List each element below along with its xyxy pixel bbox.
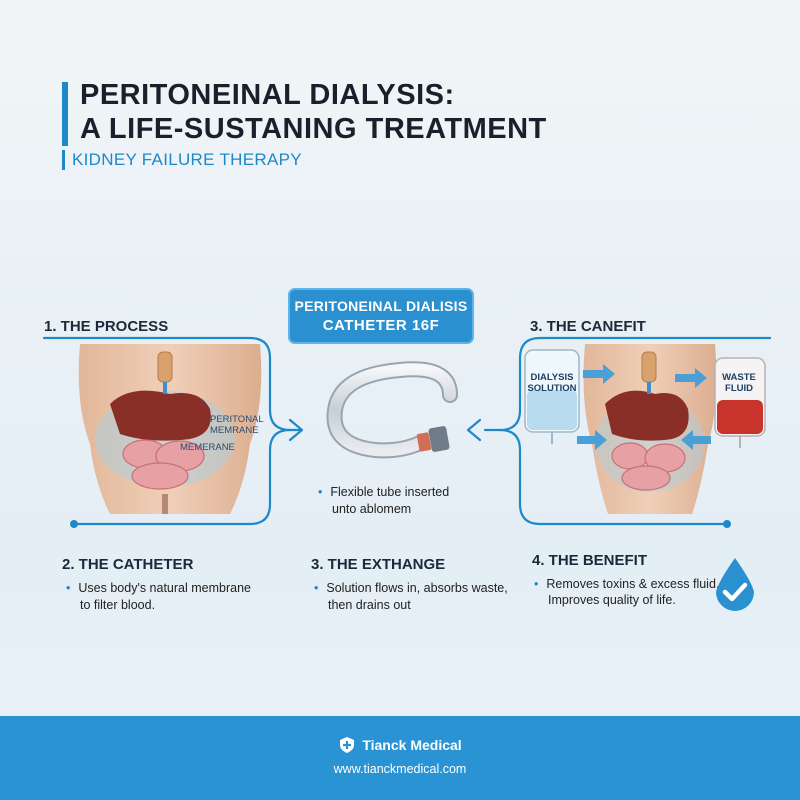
- bullet-dot: •: [534, 577, 539, 591]
- page-title: PERITONEINAL DIALYSIS: A LIFE-SUSTANING …: [80, 78, 547, 146]
- membrane-label-top: PERITONAL: [210, 414, 264, 425]
- process-heading: 1. THE PROCESS: [44, 318, 169, 335]
- title-line-2: A LIFE-SUSTANING TREATMENT: [80, 113, 547, 145]
- exchange-bullet-line-1: • Solution flows in, absorbs waste,: [314, 580, 508, 597]
- catheter-tube-illustration: [326, 361, 458, 459]
- footer-bar: [0, 716, 800, 800]
- membrane-label-inner: MEMERANE: [180, 442, 235, 453]
- dialysis-bag-label-line-2: SOLUTION: [527, 383, 577, 394]
- torso-illustration-left: [78, 344, 262, 514]
- bullet-dot: •: [314, 581, 319, 595]
- waste-bag-label-line-2: FLUID: [725, 383, 753, 394]
- benefit-bullet-line-1: • Removes toxins & excess fluid.: [534, 576, 719, 593]
- center-bullet: • Flexible tube inserted: [318, 484, 449, 501]
- bullet-dot: •: [318, 485, 323, 499]
- benefit-heading: 4. THE BENEFIT: [532, 552, 648, 569]
- dialysis-bags-illustration: [524, 349, 766, 450]
- connector-dot-left: [70, 520, 78, 528]
- exchange-bullet-text-1: Solution flows in, absorbs waste,: [326, 581, 508, 595]
- center-bullet-line-1: Flexible tube inserted: [330, 485, 450, 499]
- membrane-label-bottom: MEMRANE: [210, 425, 259, 436]
- torso-illustration-right: [583, 344, 717, 514]
- benefit-bullet-line-2: Improves quality of life.: [548, 593, 676, 607]
- footer-brand-name: Tianck Medical: [362, 737, 462, 753]
- catheter-bullet-text-1: Uses body's natural membrane: [78, 581, 251, 595]
- dialysis-bag-label: DIALYSIS SOLUTION: [527, 372, 577, 394]
- title-accent-bar: [62, 82, 68, 146]
- page-subtitle: KIDNEY FAILURE THERAPY: [72, 150, 302, 169]
- catheter-heading: 2. THE CATHETER: [62, 556, 194, 573]
- catheter-label-line-1: PERITONEINAL DIALISIS: [294, 298, 468, 314]
- exchange-bullet-line-2: then drains out: [328, 598, 411, 612]
- center-bullet-line-2: unto ablomem: [332, 502, 412, 516]
- catheter-label-line-2: CATHETER 16F: [322, 317, 440, 334]
- shield-logo-icon: [340, 737, 355, 753]
- benefit-bullet-text-1: Removes toxins & excess fluid.: [546, 577, 720, 591]
- waste-bag-label: WASTE FLUID: [716, 372, 762, 394]
- subtitle-accent-bar: [62, 150, 65, 170]
- flow-arrows: [577, 364, 711, 450]
- drop-check-icon: [716, 558, 754, 611]
- canefit-heading: 3. THE CANEFIT: [530, 318, 646, 335]
- exchange-heading: 3. THE EXTHANGE: [311, 556, 446, 573]
- footer-url[interactable]: www.tianckmedical.com: [333, 762, 467, 776]
- waste-bag-label-line-1: WASTE: [722, 372, 756, 383]
- footer-brand: Tianck Medical: [0, 736, 800, 757]
- dialysis-bag-label-line-1: DIALYSIS: [530, 372, 574, 383]
- title-line-1: PERITONEINAL DIALYSIS:: [80, 79, 455, 111]
- catheter-bullet-line-1: • Uses body's natural membrane: [66, 580, 251, 597]
- catheter-label-box: PERITONEINAL DIALISIS CATHETER 16F: [288, 288, 474, 344]
- connector-dot-right: [723, 520, 731, 528]
- bullet-dot: •: [66, 581, 71, 595]
- catheter-bullet-line-2: to filter blood.: [80, 598, 156, 612]
